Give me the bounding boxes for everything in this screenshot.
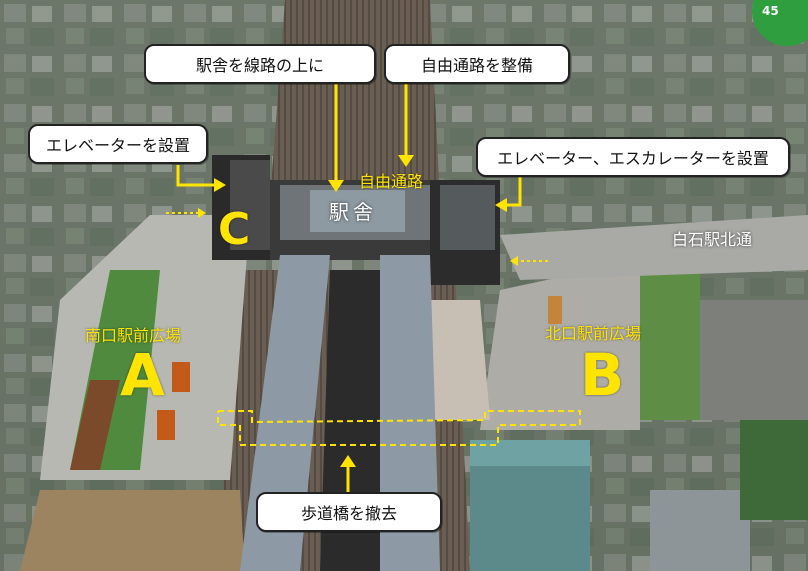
label-south-plaza: 南口駅前広場 [85, 326, 182, 345]
label-street-name: 白石駅北通 [672, 230, 753, 249]
marker-b: B [580, 341, 625, 409]
label-free-passage-area: 自由通路 [359, 172, 424, 191]
label-north-plaza: 北口駅前広場 [545, 324, 642, 343]
callout-remove-footbridge: 歩道橋を撤去 [256, 492, 442, 532]
callout-elevator-south: エレベーターを設置 [28, 124, 208, 164]
callout-station-over-tracks: 駅舎を線路の上に [144, 44, 376, 84]
callout-elevator-escalator-north: エレベーター、エスカレーターを設置 [476, 137, 790, 177]
page-number: 45 [762, 4, 779, 18]
marker-a: A [120, 341, 165, 409]
station-sign: 駅舎 [329, 199, 377, 224]
callout-free-passage: 自由通路を整備 [384, 44, 570, 84]
marker-c: C [218, 204, 251, 255]
